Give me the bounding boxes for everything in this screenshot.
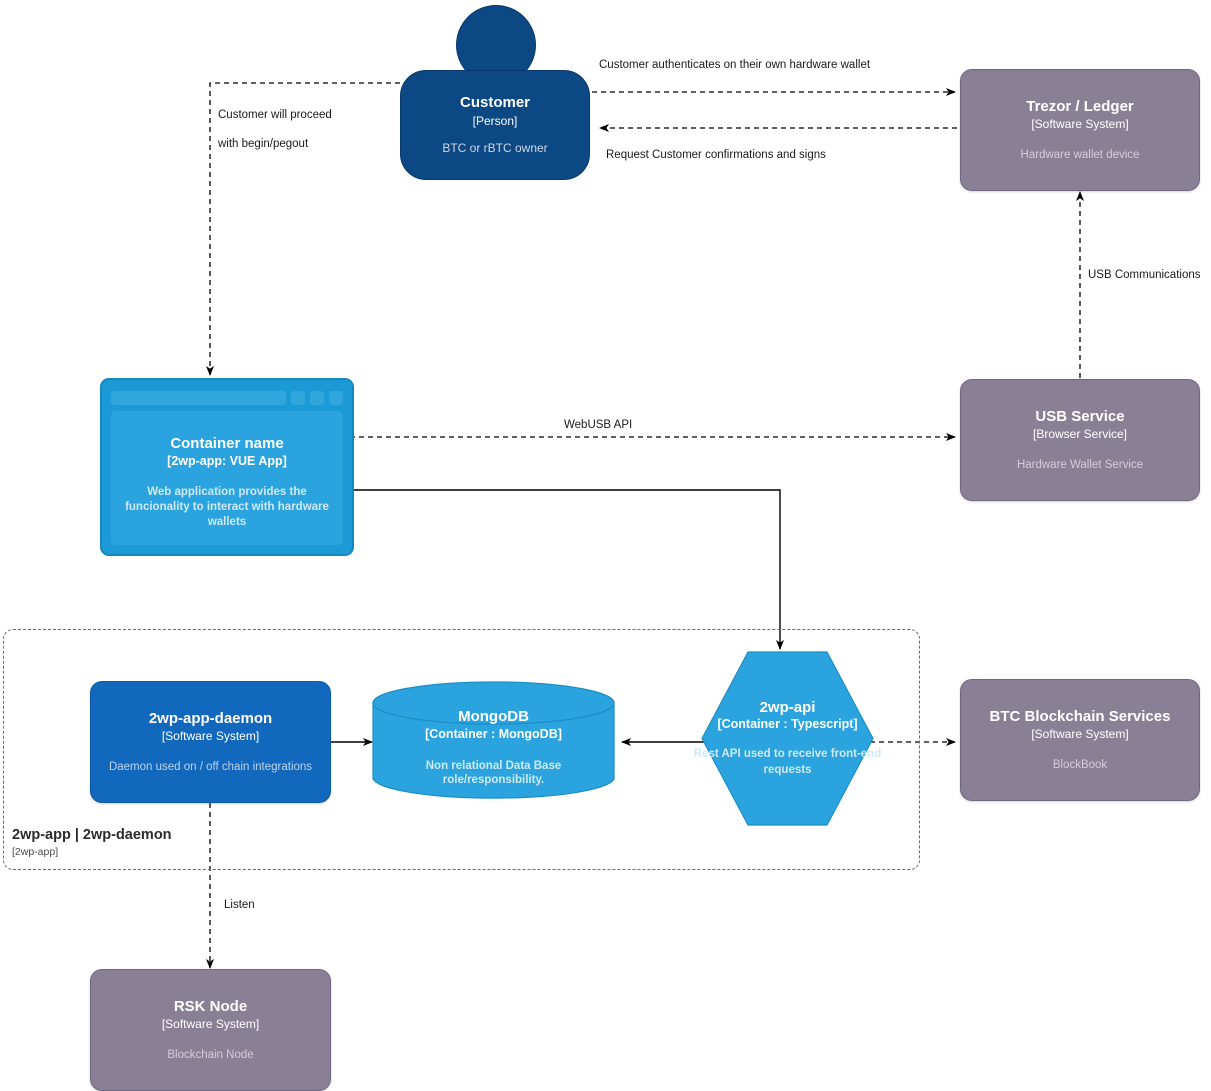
node-trezor-ledger[interactable]: Trezor / Ledger [Software System] Hardwa… [960,69,1200,191]
vue-app-desc: Web application provides the funcionalit… [125,485,329,528]
mongodb-title: MongoDB [458,708,529,726]
mongodb-content: MongoDB [Container : MongoDB] Non relati… [372,681,615,801]
usb-service-title: USB Service [1035,407,1125,425]
rsk-node-desc: Blockchain Node [167,1048,254,1061]
node-vue-app[interactable]: Container name [2wp-app: VUE App] Web ap… [100,378,354,556]
trezor-ledger-title: Trezor / Ledger [1026,97,1134,115]
api-desc-line2: requests [763,763,812,776]
customer-desc: BTC or rBTC owner [442,141,548,156]
trezor-ledger-desc: Hardware wallet device [1020,148,1140,161]
node-mongodb[interactable]: MongoDB [Container : MongoDB] Non relati… [372,681,615,801]
hexagon-shape [701,651,874,826]
mongodb-tech: [Container : MongoDB] [425,726,562,741]
btc-blockchain-desc: BlockBook [1052,758,1108,771]
btc-blockchain-tech: [Software System] [1031,727,1129,742]
daemon-tech: [Software System] [161,729,260,744]
node-2wp-app-daemon[interactable]: 2wp-app-daemon [Software System] Daemon … [90,681,331,803]
node-usb-service[interactable]: USB Service [Browser Service] Hardware W… [960,379,1200,501]
mongodb-desc: Non relational Data Base role/responsibi… [425,759,562,787]
api-title: 2wp-api [759,698,816,716]
edge-label-usb-communications: USB Communications [1088,269,1201,281]
edge-label-webusb-api: WebUSB API [564,419,633,431]
vue-app-title: Container name [170,435,284,452]
cylinder-shape [372,681,615,799]
api-desc: Rest API used to receive front-end reque… [694,747,881,778]
edge-label-request-confirmations: Request Customer confirmations and signs [606,149,826,161]
edge-label-listen: Listen [224,899,255,911]
daemon-desc: Daemon used on / off chain integrations [108,760,313,773]
edge-vueapp-to-api [341,489,784,650]
node-2wp-api[interactable]: 2wp-api [Container : Typescript] Rest AP… [694,650,881,827]
browser-url-bar [111,391,286,405]
trezor-ledger-tech: [Software System] [1031,117,1129,132]
edge-customer-to-vueapp [206,82,400,376]
rsk-node-tech: [Software System] [161,1017,260,1032]
browser-button-close[interactable] [329,391,343,405]
api-content: 2wp-api [Container : Typescript] Rest AP… [694,650,881,827]
boundary-2wp-app [3,629,920,870]
boundary-tech: [2wp-app] [12,846,59,859]
usb-service-desc: Hardware Wallet Service [1016,458,1144,471]
btc-blockchain-title: BTC Blockchain Services [989,707,1171,725]
browser-button-maximize[interactable] [310,391,324,405]
boundary-label: 2wp-app | 2wp-daemon [2wp-app] [12,827,172,858]
edge-label-with-begin-pegout: with begin/pegout [218,138,309,150]
vue-app-tech: [2wp-app: VUE App] [167,453,287,468]
customer-tech: [Person] [472,113,518,128]
rsk-node-title: RSK Node [173,997,248,1015]
boundary-name: 2wp-app | 2wp-daemon [12,827,172,843]
browser-content: Container name [2wp-app: VUE App] Web ap… [111,411,343,545]
node-btc-blockchain-services[interactable]: BTC Blockchain Services [Software System… [960,679,1200,801]
node-customer[interactable]: Customer [Person] BTC or rBTC owner [400,70,590,180]
customer-title: Customer [459,93,530,111]
daemon-title: 2wp-app-daemon [148,709,273,727]
edge-label-customer-authenticates: Customer authenticates on their own hard… [599,59,871,71]
browser-titlebar [111,389,343,407]
node-rsk-node[interactable]: RSK Node [Software System] Blockchain No… [90,969,331,1091]
api-desc-line1: Rest API used to receive front-end [693,748,882,761]
api-tech: [Container : Typescript] [717,717,858,732]
usb-service-tech: [Browser Service] [1032,427,1128,442]
edge-label-customer-will-proceed: Customer will proceed [218,109,332,121]
browser-button-minimize[interactable] [291,391,305,405]
